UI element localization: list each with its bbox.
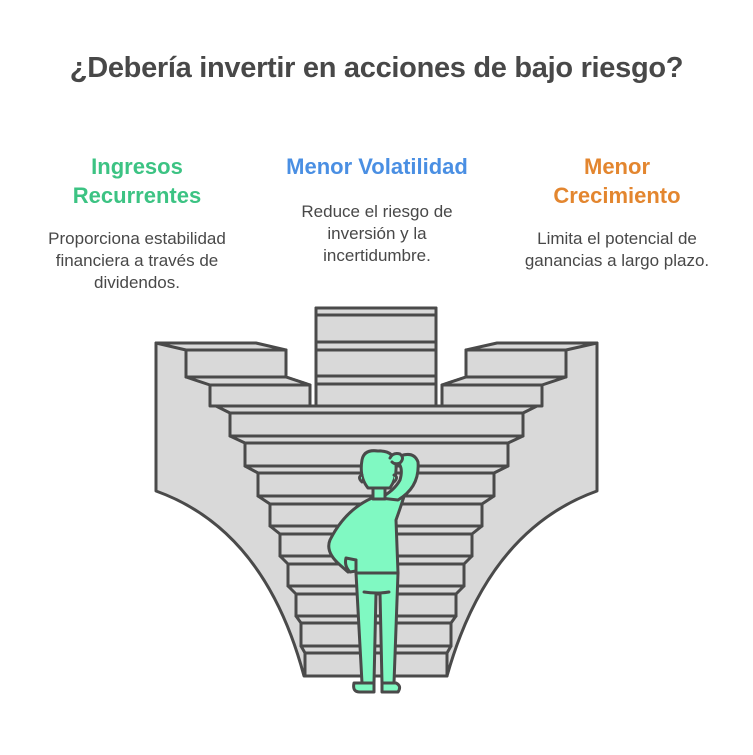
heading-line: Crecimiento: [553, 183, 681, 208]
page-title: ¿Debería invertir en acciones de bajo ri…: [69, 52, 684, 84]
option-description: Reduce el riesgo de inversión y la incer…: [262, 201, 492, 267]
description-line: Limita el potencial de: [537, 229, 697, 248]
option-lower-volatility: Menor Volatilidad Reduce el riesgo de in…: [262, 152, 492, 267]
heading-line: Menor: [584, 154, 650, 179]
description-line: Reduce el riesgo de: [301, 202, 453, 221]
person-figure: [327, 449, 420, 694]
heading-line: Recurrentes: [72, 183, 202, 208]
option-recurring-income: Ingresos Recurrentes Proporciona estabil…: [22, 152, 252, 294]
description-line: Proporciona estabilidad: [48, 229, 226, 248]
option-description: Proporciona estabilidad financiera a tra…: [22, 228, 252, 294]
description-line: inversión y la: [327, 224, 427, 243]
description-line: incertidumbre.: [323, 246, 431, 265]
option-heading: Menor Volatilidad: [262, 152, 492, 181]
description-line: dividendos.: [93, 273, 180, 292]
option-lower-growth: Menor Crecimiento Limita el potencial de…: [502, 152, 732, 272]
option-heading: Ingresos Recurrentes: [22, 152, 252, 210]
description-line: financiera a través de: [55, 251, 219, 270]
heading-line: Ingresos: [91, 154, 183, 179]
option-heading: Menor Crecimiento: [502, 152, 732, 210]
description-line: ganancias a largo plazo.: [524, 251, 710, 270]
option-description: Limita el potencial de ganancias a largo…: [502, 228, 732, 272]
heading-line: Menor Volatilidad: [286, 154, 468, 179]
